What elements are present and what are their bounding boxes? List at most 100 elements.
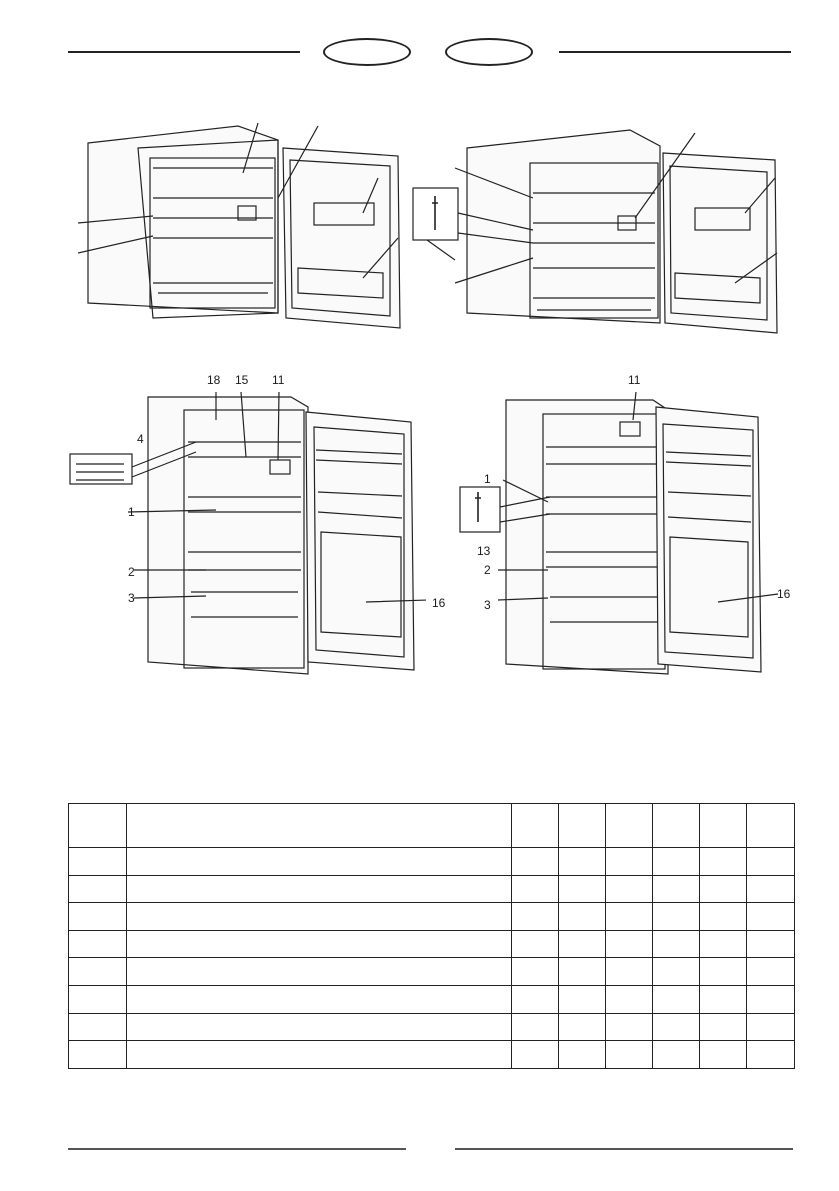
table-cell bbox=[558, 1012, 607, 1042]
footer-rule-left bbox=[68, 1148, 406, 1150]
fridge-illustration-top-right bbox=[405, 118, 790, 338]
table-cell bbox=[699, 1040, 747, 1069]
table-cell bbox=[511, 874, 560, 904]
table-cell bbox=[652, 846, 701, 876]
table-cell bbox=[558, 929, 607, 959]
callout-15: 15 bbox=[235, 373, 249, 387]
table-cell bbox=[125, 957, 513, 987]
footer-rule-right bbox=[455, 1148, 793, 1150]
table-cell bbox=[699, 874, 747, 904]
table-cell bbox=[511, 1040, 560, 1069]
callout-1: 1 bbox=[128, 505, 135, 519]
table-cell bbox=[68, 985, 127, 1014]
table-row bbox=[68, 874, 796, 904]
callout-16: 16 bbox=[432, 596, 446, 610]
header-cell bbox=[511, 803, 560, 848]
table-cell bbox=[605, 957, 654, 987]
table-cell bbox=[511, 985, 560, 1014]
table-cell bbox=[558, 1040, 607, 1069]
table-cell bbox=[68, 929, 127, 959]
table-header-row bbox=[68, 803, 796, 848]
table-cell bbox=[699, 902, 747, 931]
table-cell bbox=[605, 1012, 654, 1042]
header-cell bbox=[558, 803, 607, 848]
table-cell bbox=[699, 929, 747, 959]
table-cell bbox=[652, 1040, 701, 1069]
table-cell bbox=[699, 957, 747, 987]
table-cell bbox=[511, 1012, 560, 1042]
header-cell bbox=[699, 803, 747, 848]
table-cell bbox=[745, 902, 796, 931]
fridge-illustration-bottom-right bbox=[458, 392, 798, 682]
spec-table bbox=[68, 803, 796, 1069]
table-row bbox=[68, 929, 796, 959]
table-cell bbox=[558, 957, 607, 987]
table-row bbox=[68, 1040, 796, 1069]
table-cell bbox=[68, 846, 127, 876]
table-cell bbox=[558, 985, 607, 1014]
table-cell bbox=[745, 1040, 796, 1069]
header-cell bbox=[745, 803, 796, 848]
table-cell bbox=[68, 1040, 127, 1069]
callout-11-right: 11 bbox=[628, 373, 641, 387]
callout-18: 18 bbox=[207, 373, 221, 387]
table-cell bbox=[558, 846, 607, 876]
callout-4: 4 bbox=[137, 432, 144, 446]
table-cell bbox=[511, 957, 560, 987]
table-cell bbox=[558, 874, 607, 904]
table-cell bbox=[68, 1012, 127, 1042]
table-row bbox=[68, 985, 796, 1014]
header-cell bbox=[68, 803, 127, 848]
callout-3: 3 bbox=[128, 591, 135, 605]
table-cell bbox=[652, 1012, 701, 1042]
table-cell bbox=[68, 957, 127, 987]
language-badge-left bbox=[323, 38, 411, 66]
header-cell bbox=[605, 803, 654, 848]
callout-16-right: 16 bbox=[777, 587, 791, 601]
table-cell bbox=[652, 874, 701, 904]
table-cell bbox=[125, 1012, 513, 1042]
table-cell bbox=[652, 957, 701, 987]
table-cell bbox=[511, 846, 560, 876]
table-cell bbox=[125, 902, 513, 931]
table-cell bbox=[652, 929, 701, 959]
table-cell bbox=[745, 985, 796, 1014]
table-cell bbox=[125, 1040, 513, 1069]
table-cell bbox=[605, 902, 654, 931]
table-cell bbox=[605, 874, 654, 904]
table-cell bbox=[511, 929, 560, 959]
table-cell bbox=[699, 846, 747, 876]
callout-3-right: 3 bbox=[484, 598, 491, 612]
table-cell bbox=[125, 985, 513, 1014]
table-cell bbox=[558, 902, 607, 931]
table-cell bbox=[68, 902, 127, 931]
table-cell bbox=[699, 985, 747, 1014]
language-badge-right bbox=[445, 38, 533, 66]
header-cell bbox=[125, 803, 513, 848]
fridge-illustration-top-left bbox=[78, 118, 418, 338]
table-cell bbox=[68, 874, 127, 904]
table-cell bbox=[699, 1012, 747, 1042]
table-cell bbox=[652, 985, 701, 1014]
table-cell bbox=[745, 929, 796, 959]
table-cell bbox=[605, 985, 654, 1014]
table-row bbox=[68, 1012, 796, 1042]
table-cell bbox=[605, 929, 654, 959]
table-row bbox=[68, 846, 796, 876]
table-cell bbox=[745, 874, 796, 904]
table-cell bbox=[125, 929, 513, 959]
table-row bbox=[68, 957, 796, 987]
table-cell bbox=[745, 1012, 796, 1042]
table-cell bbox=[605, 1040, 654, 1069]
callout-1-right: 1 bbox=[484, 472, 491, 486]
callout-11: 11 bbox=[272, 373, 285, 387]
fridge-illustration-bottom-left bbox=[66, 392, 426, 682]
table-cell bbox=[745, 846, 796, 876]
table-cell bbox=[745, 957, 796, 987]
callout-13-right: 13 bbox=[477, 544, 491, 558]
callout-2-right: 2 bbox=[484, 563, 491, 577]
table-cell bbox=[605, 846, 654, 876]
header-cell bbox=[652, 803, 701, 848]
table-cell bbox=[125, 846, 513, 876]
header-rule-left bbox=[68, 51, 300, 53]
